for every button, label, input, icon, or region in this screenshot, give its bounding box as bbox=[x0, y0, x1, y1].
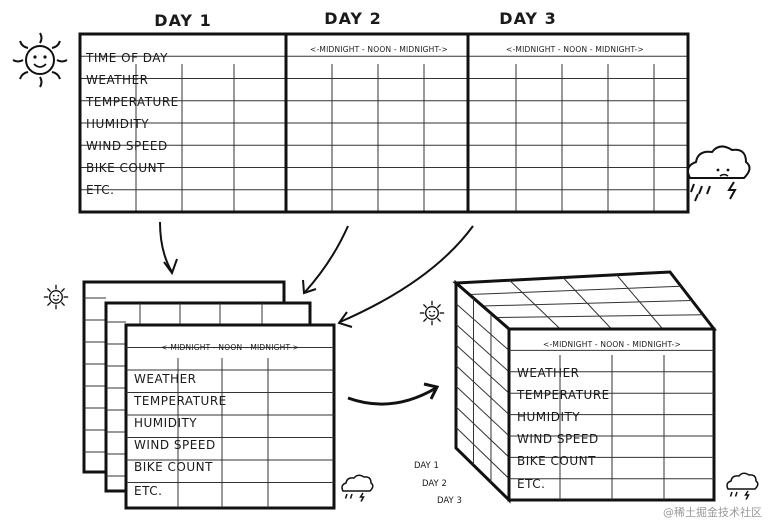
arrow bbox=[304, 225, 349, 293]
row-label: WEATHER bbox=[517, 366, 580, 380]
depth-label: DAY 3 bbox=[437, 496, 462, 506]
flow-arrows bbox=[159, 221, 474, 406]
row-label: TEMPERATURE bbox=[516, 388, 610, 402]
row-label: TIME OF DAY bbox=[85, 51, 168, 65]
row-label: BIKE COUNT bbox=[134, 460, 213, 474]
time-range-label: <-MIDNIGHT - NOON - MIDNIGHT-> bbox=[543, 340, 681, 349]
arrow-head bbox=[163, 258, 178, 276]
row-label: TEMPERATURE bbox=[133, 394, 227, 408]
storm-cloud-icon bbox=[687, 145, 751, 202]
sun-icon bbox=[419, 300, 445, 326]
grid-line bbox=[616, 274, 664, 330]
time-range-label: <-MIDNIGHT - NOON - MIDNIGHT-> bbox=[310, 45, 448, 54]
day-header: DAY 1 bbox=[154, 11, 211, 30]
sun-icon bbox=[12, 32, 68, 88]
arrow-head bbox=[337, 311, 353, 328]
grid-line bbox=[455, 303, 510, 351]
time-range-label: <-MIDNIGHT - NOON - MIDNIGHT-> bbox=[506, 45, 644, 54]
storm-cloud-icon bbox=[726, 472, 759, 500]
sheet-grid bbox=[126, 347, 334, 508]
cube-top-grid bbox=[469, 274, 704, 330]
sheet bbox=[124, 323, 336, 510]
top-table-grid bbox=[80, 55, 688, 212]
row-label: HUMIDITY bbox=[86, 117, 149, 131]
watermark: @稀土掘金技术社区 bbox=[663, 505, 762, 519]
arrow-head bbox=[423, 382, 440, 400]
sun-icon bbox=[43, 284, 69, 310]
data-cube: <-MIDNIGHT - NOON - MIDNIGHT-> WEATHER T… bbox=[414, 270, 718, 506]
sheet-grid bbox=[106, 303, 263, 477]
cube-side-grid bbox=[455, 298, 510, 483]
row-label: ETC. bbox=[517, 477, 545, 491]
storm-cloud-icon bbox=[341, 474, 374, 502]
grid-line bbox=[455, 323, 510, 373]
arrow-head bbox=[302, 279, 317, 295]
grid-line bbox=[455, 365, 510, 415]
row-label: WIND SPEED bbox=[134, 438, 216, 452]
grid-line bbox=[455, 406, 510, 458]
row-label: HUMIDITY bbox=[517, 410, 580, 424]
top-table-border bbox=[78, 32, 690, 214]
stacked-day-sheets: <-MIDNIGHT - NOON - MIDNIGHT-> WEATHER T… bbox=[82, 280, 336, 510]
row-label: BIKE COUNT bbox=[517, 454, 596, 468]
arrow bbox=[339, 225, 474, 323]
sheet-grid bbox=[84, 297, 106, 453]
row-label: WEATHER bbox=[86, 73, 149, 87]
row-label: TEMPERATURE bbox=[85, 95, 179, 109]
row-label: ETC. bbox=[86, 183, 114, 197]
grid-line bbox=[455, 427, 510, 479]
depth-label: DAY 2 bbox=[422, 479, 447, 489]
day-header: DAY 3 bbox=[499, 9, 556, 28]
row-label: WIND SPEED bbox=[517, 432, 599, 446]
grid-line bbox=[495, 314, 704, 318]
row-label: ETC. bbox=[134, 484, 162, 498]
grid-line bbox=[482, 300, 693, 307]
row-label: HUMIDITY bbox=[134, 416, 197, 430]
grid-line bbox=[455, 344, 510, 394]
cube-front-grid bbox=[509, 349, 714, 500]
arrow bbox=[159, 221, 173, 273]
row-label: WEATHER bbox=[134, 372, 197, 386]
sheet-front: <-MIDNIGHT - NOON - MIDNIGHT-> WEATHER T… bbox=[124, 323, 336, 510]
depth-label: DAY 1 bbox=[414, 461, 439, 471]
top-table: DAY 1 DAY 2 DAY 3 TIME OF DAY WEATHER TE… bbox=[78, 9, 690, 214]
row-label: BIKE COUNT bbox=[86, 161, 165, 175]
grid-line bbox=[455, 385, 510, 437]
arrow bbox=[347, 386, 437, 406]
row-label: WIND SPEED bbox=[86, 139, 168, 153]
day-header: DAY 2 bbox=[324, 9, 381, 28]
time-range-label: <-MIDNIGHT - NOON - MIDNIGHT-> bbox=[161, 343, 299, 352]
